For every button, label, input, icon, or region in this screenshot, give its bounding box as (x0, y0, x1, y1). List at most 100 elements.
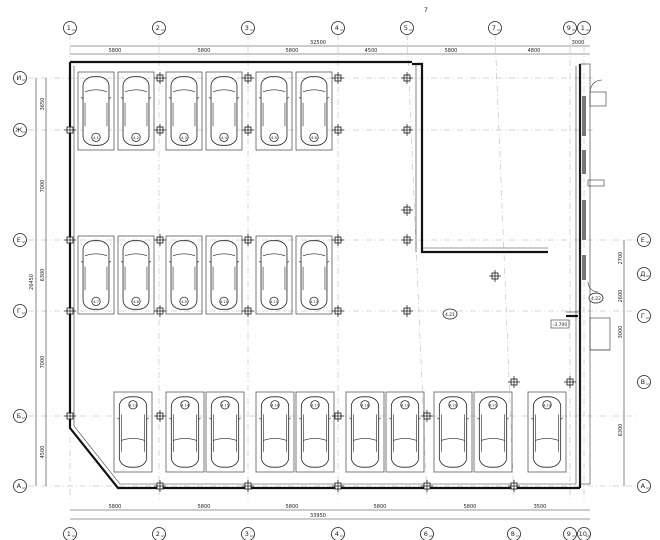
space-number: 4.6 (311, 136, 317, 140)
space-number: 4.12 (310, 300, 318, 304)
space-tag (542, 400, 552, 410)
structural-columns (64, 72, 576, 492)
column (154, 72, 166, 84)
space-number: 4.13 (129, 403, 137, 407)
space-number: 4.21 (489, 403, 497, 407)
column (332, 305, 344, 317)
top-dim-2: 5800 (198, 48, 211, 54)
right-dim-3: 3000 (618, 326, 624, 339)
car-space: 4.8 (117, 235, 155, 315)
car-space: 4.5 (255, 71, 293, 151)
car-space: 4.7 (77, 235, 115, 315)
car-side (353, 414, 377, 452)
car-mirror (120, 261, 124, 263)
car-space: 4.19 (385, 391, 425, 473)
column (401, 234, 413, 246)
axis-label: Ж (15, 126, 22, 134)
axis-label: В (641, 378, 645, 386)
axis-sub: лп (646, 316, 650, 320)
car-mirror (437, 417, 440, 420)
space-tag (179, 132, 189, 142)
car-outline (82, 76, 110, 146)
car-outline (260, 76, 288, 146)
car-windshield (124, 253, 148, 257)
top-dim-3: 5800 (286, 48, 299, 54)
space-tag (91, 132, 101, 142)
car-side (124, 102, 148, 127)
car-mirror (326, 261, 330, 263)
car-mirror (286, 97, 290, 99)
top-dim-6: 4800 (528, 48, 541, 54)
car-mirror (298, 97, 302, 99)
space-tag (448, 400, 458, 410)
column (401, 204, 413, 216)
car-mirror (506, 417, 509, 420)
column (401, 305, 413, 317)
column (332, 480, 344, 492)
column (508, 376, 520, 388)
axis-label: Д (640, 270, 645, 278)
left-dim-4: 7000 (40, 356, 46, 369)
space-tag (360, 400, 370, 410)
room-tags: 4.21 4.22 -3.700 (442, 292, 604, 329)
car-side (262, 266, 286, 291)
car-mirror (168, 97, 172, 99)
car-mirror (560, 417, 563, 420)
column (242, 124, 254, 136)
car-space: 4.21 (473, 391, 513, 473)
left-dim-5: 4500 (40, 446, 46, 459)
parking-bay (77, 235, 115, 315)
bottom-total-dimension: 33950 (310, 513, 326, 519)
left-dim-3: 6300 (40, 269, 46, 282)
space-number: 4.19 (401, 403, 410, 407)
car-windshield (262, 89, 286, 93)
car-side (121, 414, 145, 452)
car-mirror (236, 97, 240, 99)
car-windshield (84, 253, 108, 257)
car-mirror (198, 417, 201, 420)
top-dimension-chain: 32500 5800 5800 5800 4500 5800 4800 3000 (70, 40, 590, 55)
car-outline (170, 396, 200, 468)
axis-sub: лп (22, 130, 26, 134)
parking-bay (165, 71, 203, 151)
bottom-dim-6: 3500 (534, 504, 547, 510)
axis-sub: лп (586, 534, 590, 538)
axis-label: 1 (67, 530, 71, 538)
axis-sub: лп (409, 28, 413, 32)
car-space: 4.17 (295, 391, 335, 473)
right-dim-1: 2700 (618, 252, 624, 265)
car-outline (82, 240, 110, 310)
column (154, 234, 166, 246)
car-space: 4.18 (345, 391, 385, 473)
left-total-dimension: 26450 (29, 274, 35, 290)
car-space: 4.6 (295, 71, 333, 151)
space-number: 4.18 (361, 403, 370, 407)
car-outline (532, 396, 562, 468)
space-tag (131, 132, 141, 142)
car-side (213, 414, 237, 452)
car-windshield (262, 253, 286, 257)
car-space: 4.2 (117, 71, 155, 151)
space-tag (219, 296, 229, 306)
car-outline (300, 240, 328, 310)
space-number: 4.11 (270, 300, 278, 304)
car-outline (210, 396, 240, 468)
car-mirror (117, 417, 120, 420)
car-mirror (80, 261, 84, 263)
bottom-dim-5: 5800 (464, 504, 477, 510)
parking-bay (205, 391, 245, 473)
column (154, 124, 166, 136)
axis-sub: лп (161, 28, 165, 32)
car-mirror (196, 97, 200, 99)
column (154, 410, 166, 422)
